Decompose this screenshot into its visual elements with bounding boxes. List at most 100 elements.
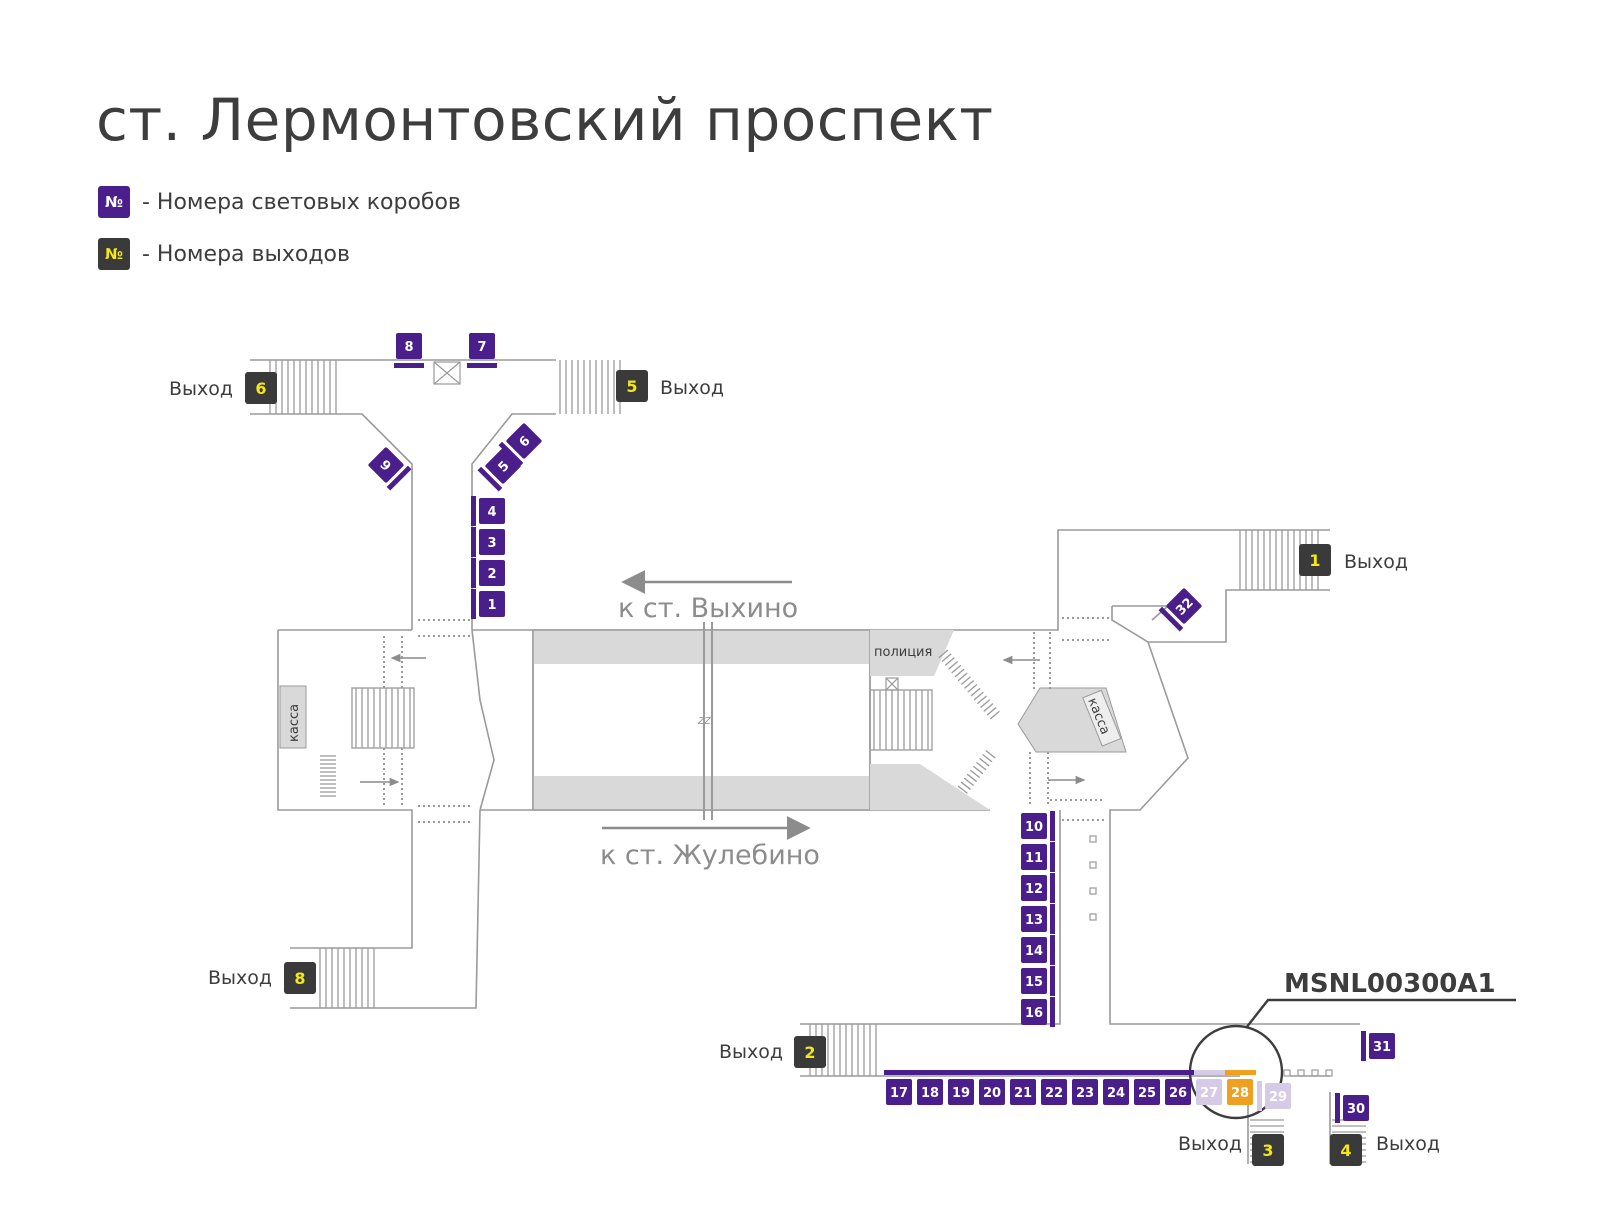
callout-code: MSNL00300A1 bbox=[1284, 969, 1496, 999]
lightbox-25-label: 25 bbox=[1138, 1086, 1156, 1101]
lightbox-15: 15 bbox=[1021, 966, 1055, 996]
exit-2: 2 bbox=[794, 1036, 826, 1068]
legend-exit-chip: № bbox=[98, 238, 130, 270]
lightbox-18: 18 bbox=[915, 1070, 946, 1105]
lightbox-21-label: 21 bbox=[1014, 1086, 1032, 1101]
lightbox-7: 7 bbox=[467, 333, 497, 368]
page-title: ст. Лермонтовский проспект bbox=[96, 86, 994, 154]
lightbox-28: 28 bbox=[1225, 1070, 1256, 1105]
platform-track-top bbox=[533, 630, 870, 664]
lightbox-25: 25 bbox=[1132, 1070, 1163, 1105]
lightbox-6: 6 bbox=[498, 423, 542, 467]
exit-4-word: Выход bbox=[1376, 1133, 1440, 1155]
legend-exit: № - Номера выходов bbox=[98, 238, 350, 270]
exit-5: 5 bbox=[616, 370, 648, 402]
lightbox-8: 8 bbox=[394, 333, 424, 368]
lightbox-26-label: 26 bbox=[1169, 1086, 1187, 1101]
lightbox-11: 11 bbox=[1021, 842, 1055, 872]
exit-5-number: 5 bbox=[626, 377, 637, 396]
exit-1-number: 1 bbox=[1309, 551, 1320, 570]
lightbox-22: 22 bbox=[1039, 1070, 1070, 1105]
lightbox-9: 9 bbox=[368, 447, 412, 491]
stairs-left-small bbox=[320, 755, 336, 797]
lightbox-4: 4 bbox=[471, 496, 505, 526]
lightbox-7-label: 7 bbox=[477, 340, 486, 355]
lightbox-13: 13 bbox=[1021, 904, 1055, 934]
lightbox-28-label: 28 bbox=[1231, 1086, 1249, 1101]
lightbox-23-label: 23 bbox=[1076, 1086, 1094, 1101]
lightbox-14-label: 14 bbox=[1025, 944, 1043, 959]
lightbox-12-label: 12 bbox=[1025, 882, 1043, 897]
flow-arrows bbox=[360, 653, 1086, 787]
stairs-diagonal-1 bbox=[938, 649, 1000, 720]
lightbox-27: 27 bbox=[1194, 1070, 1225, 1105]
lightbox-20: 20 bbox=[977, 1070, 1008, 1105]
lightbox-16: 16 bbox=[1021, 997, 1055, 1027]
lightbox-24-label: 24 bbox=[1107, 1086, 1125, 1101]
kassa-left-booth bbox=[279, 685, 307, 749]
lightbox-1-label: 1 bbox=[487, 598, 496, 613]
stairs-exit-5 bbox=[559, 360, 621, 414]
lightbox-15-label: 15 bbox=[1025, 975, 1043, 990]
exit-2-number: 2 bbox=[804, 1043, 815, 1062]
turnstile-lines bbox=[383, 617, 1110, 823]
stairs-exit-8 bbox=[319, 948, 375, 1008]
lightbox-12: 12 bbox=[1021, 873, 1055, 903]
lightbox-20-label: 20 bbox=[983, 1086, 1001, 1101]
lightbox-21: 21 bbox=[1008, 1070, 1039, 1105]
pillars bbox=[1089, 835, 1333, 1077]
stairs-exit-6 bbox=[269, 360, 337, 414]
lightbox-27-label: 27 bbox=[1200, 1086, 1218, 1101]
exit-6-word: Выход bbox=[169, 378, 233, 400]
lightbox-5: 5 bbox=[477, 448, 521, 492]
lightbox-10: 10 bbox=[1021, 811, 1055, 841]
lightbox-3: 3 bbox=[471, 527, 505, 557]
lightbox-2-label: 2 bbox=[487, 567, 496, 582]
lightbox-19: 19 bbox=[946, 1070, 977, 1105]
legend-lightbox-text: - Номера световых коробов bbox=[142, 189, 461, 215]
exit-6: 6 bbox=[245, 372, 277, 404]
lightbox-24: 24 bbox=[1101, 1070, 1132, 1105]
exit-8-number: 8 bbox=[294, 969, 305, 988]
lightbox-2: 2 bbox=[471, 558, 505, 588]
escalator-left bbox=[351, 687, 415, 749]
lightbox-11-label: 11 bbox=[1025, 851, 1043, 866]
lightbox-32: 32 bbox=[1158, 588, 1202, 632]
lightbox-18-label: 18 bbox=[921, 1086, 939, 1101]
legend-lightbox: № - Номера световых коробов bbox=[98, 186, 461, 218]
exit-8: 8 bbox=[284, 962, 316, 994]
lightbox-22-label: 22 bbox=[1045, 1086, 1063, 1101]
lightbox-30: 30 bbox=[1335, 1093, 1369, 1123]
callout: MSNL00300A1 bbox=[1188, 969, 1516, 1120]
lightbox-14: 14 bbox=[1021, 935, 1055, 965]
lightbox-16-label: 16 bbox=[1025, 1006, 1043, 1021]
exit-4-number: 4 bbox=[1340, 1141, 1351, 1160]
lightbox-17-label: 17 bbox=[890, 1086, 908, 1101]
svg-text:zz: zz bbox=[697, 713, 711, 727]
direction-zhulebino: к ст. Жулебино bbox=[600, 840, 820, 871]
lightbox-8-label: 8 bbox=[404, 340, 413, 355]
legend-exit-text: - Номера выходов bbox=[142, 241, 350, 267]
callout-leader bbox=[1245, 998, 1516, 1029]
lightbox-17: 17 bbox=[884, 1070, 915, 1105]
legend-lightbox-chip: № bbox=[98, 186, 130, 218]
lightbox-10-label: 10 bbox=[1025, 820, 1043, 835]
exit-1: 1 bbox=[1299, 544, 1331, 576]
exit-4: 4 bbox=[1330, 1134, 1362, 1166]
exit-words: Выход Выход Выход Выход Выход Выход Выхо… bbox=[169, 377, 1440, 1155]
top-gate-icon bbox=[433, 361, 461, 385]
exit-6-number: 6 bbox=[255, 379, 266, 398]
kassa-left-label: касса bbox=[287, 704, 302, 742]
lightbox-4-label: 4 bbox=[487, 505, 496, 520]
lightbox-31: 31 bbox=[1361, 1031, 1395, 1061]
exit-5-word: Выход bbox=[660, 377, 724, 399]
lightbox-13-label: 13 bbox=[1025, 913, 1043, 928]
lightbox-30-label: 30 bbox=[1347, 1102, 1365, 1117]
exit-3-number: 3 bbox=[1262, 1141, 1273, 1160]
police-label: полиция bbox=[874, 645, 932, 660]
lightbox-1: 1 bbox=[471, 589, 505, 619]
exit-1-word: Выход bbox=[1344, 551, 1408, 573]
exit-2-word: Выход bbox=[719, 1041, 783, 1063]
